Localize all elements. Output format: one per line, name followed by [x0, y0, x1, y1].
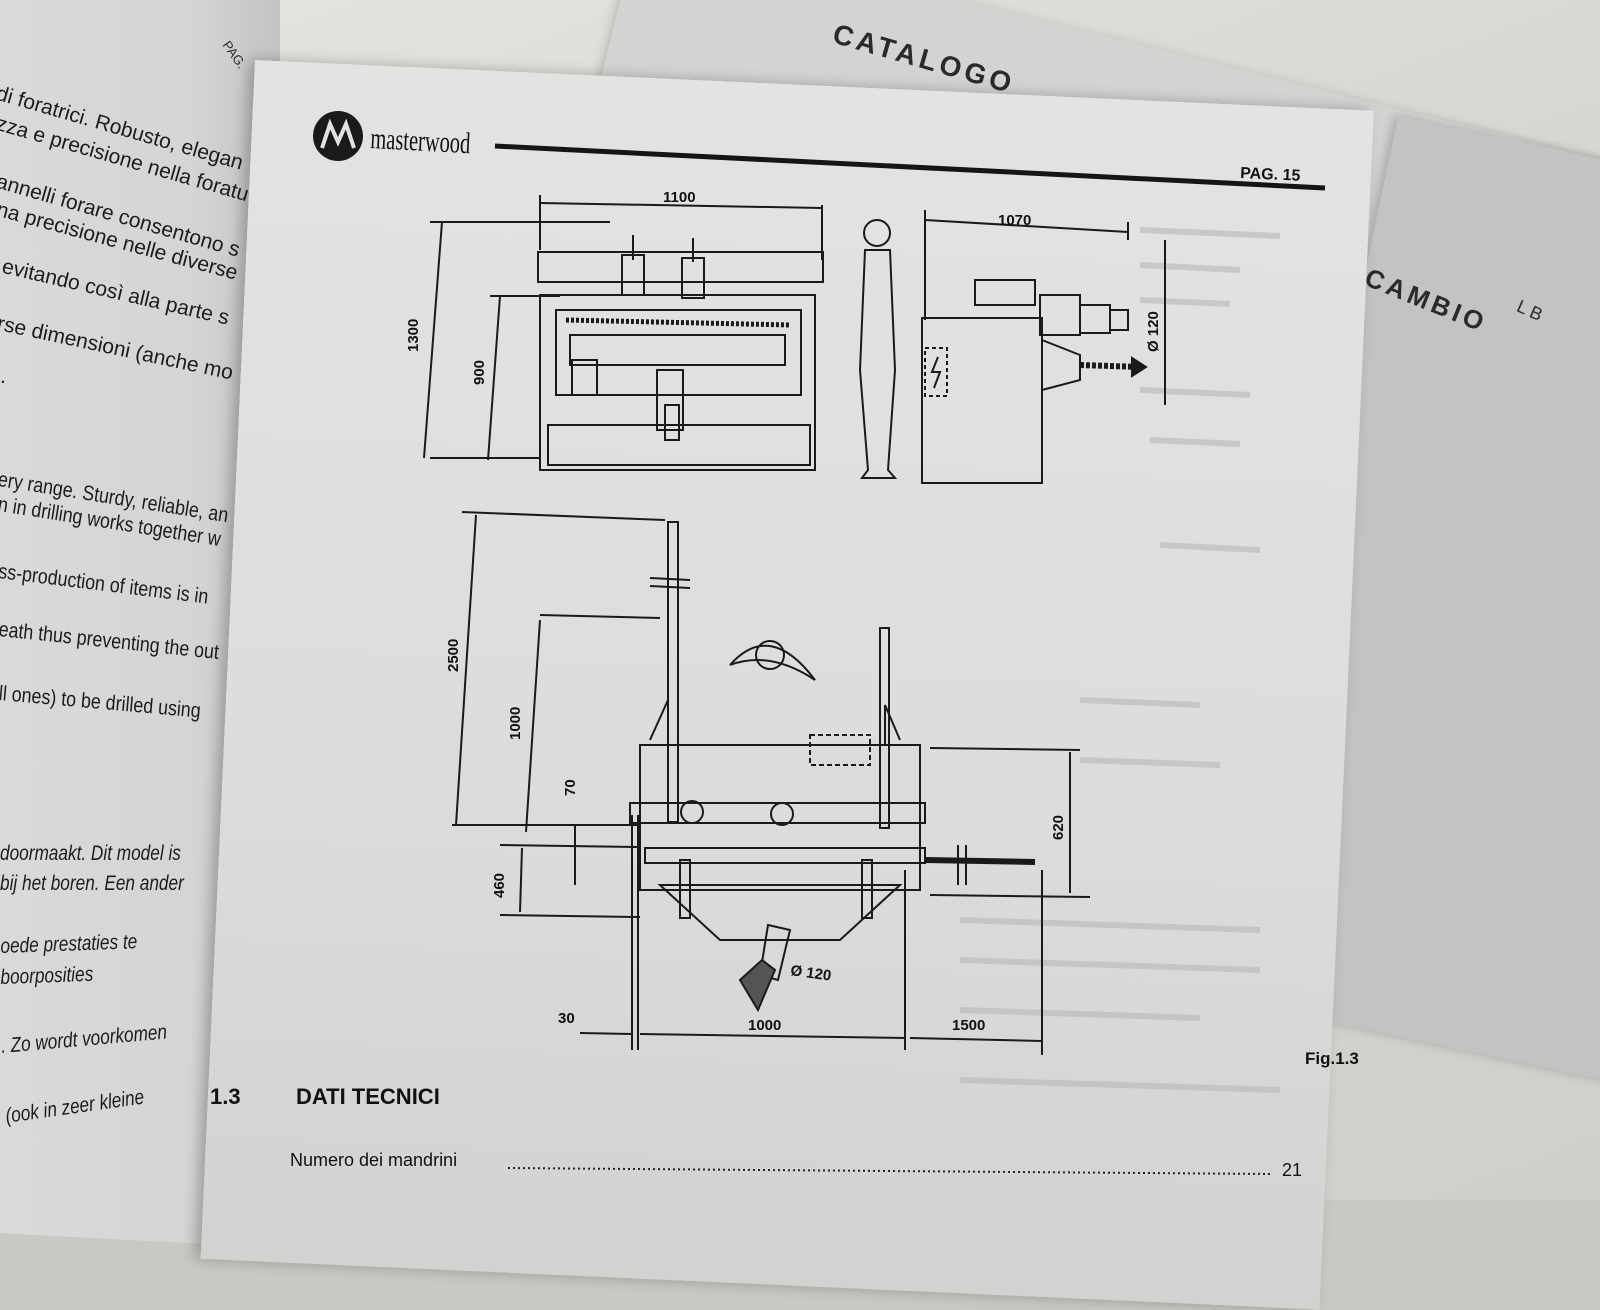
- dim-plan-height-mid: 1000: [507, 707, 524, 740]
- masterwood-logo: masterwood: [313, 111, 471, 161]
- technical-drawing: masterwood PAG. 15 1300 900 1100: [210, 111, 1359, 1180]
- dim-front-height-table: 900: [471, 360, 488, 385]
- front-view: [423, 195, 824, 471]
- dim-plan-height-total: 2500: [445, 639, 462, 672]
- header-rule: [494, 143, 1326, 191]
- page-number: PAG. 15: [1240, 165, 1301, 185]
- dim-plan-offset: 30: [558, 1010, 575, 1027]
- section-number: 1.3: [210, 1084, 241, 1109]
- spec-label-spindles: Numero dei mandrini: [290, 1150, 457, 1170]
- spec-leader-dots: [507, 1167, 1271, 1175]
- figure-caption: Fig.1.3: [1305, 1049, 1359, 1068]
- dim-front-height-total: 1300: [405, 319, 422, 352]
- plan-view: [452, 511, 1091, 1055]
- show-through-text: [959, 227, 1281, 1093]
- logo-text: masterwood: [370, 122, 472, 160]
- left-text-line: .: [0, 365, 6, 388]
- logo-mark-icon: [313, 111, 363, 161]
- dim-plan-outlet: Ø 120: [789, 962, 832, 985]
- dim-front-width: 1100: [663, 189, 696, 206]
- section-title: DATI TECNICI: [296, 1084, 440, 1109]
- electrical-hazard-icon: [930, 356, 942, 389]
- dim-plan-height-side: 620: [1050, 815, 1067, 840]
- dim-plan-height-base: 460: [491, 873, 508, 898]
- dim-side-outlet: Ø 120: [1145, 311, 1162, 352]
- side-view: [921, 210, 1166, 484]
- dim-plan-extension: 1500: [952, 1017, 985, 1034]
- dim-plan-height-small: 70: [562, 779, 579, 796]
- dim-side-width: 1070: [998, 212, 1031, 229]
- spec-value-spindles: 21: [1282, 1160, 1302, 1180]
- left-text-line: bij het boren. Een ander: [0, 872, 184, 895]
- left-text-line: doormaakt. Dit model is: [0, 842, 181, 865]
- dim-plan-width: 1000: [748, 1017, 781, 1034]
- human-scale-figure: [858, 219, 898, 479]
